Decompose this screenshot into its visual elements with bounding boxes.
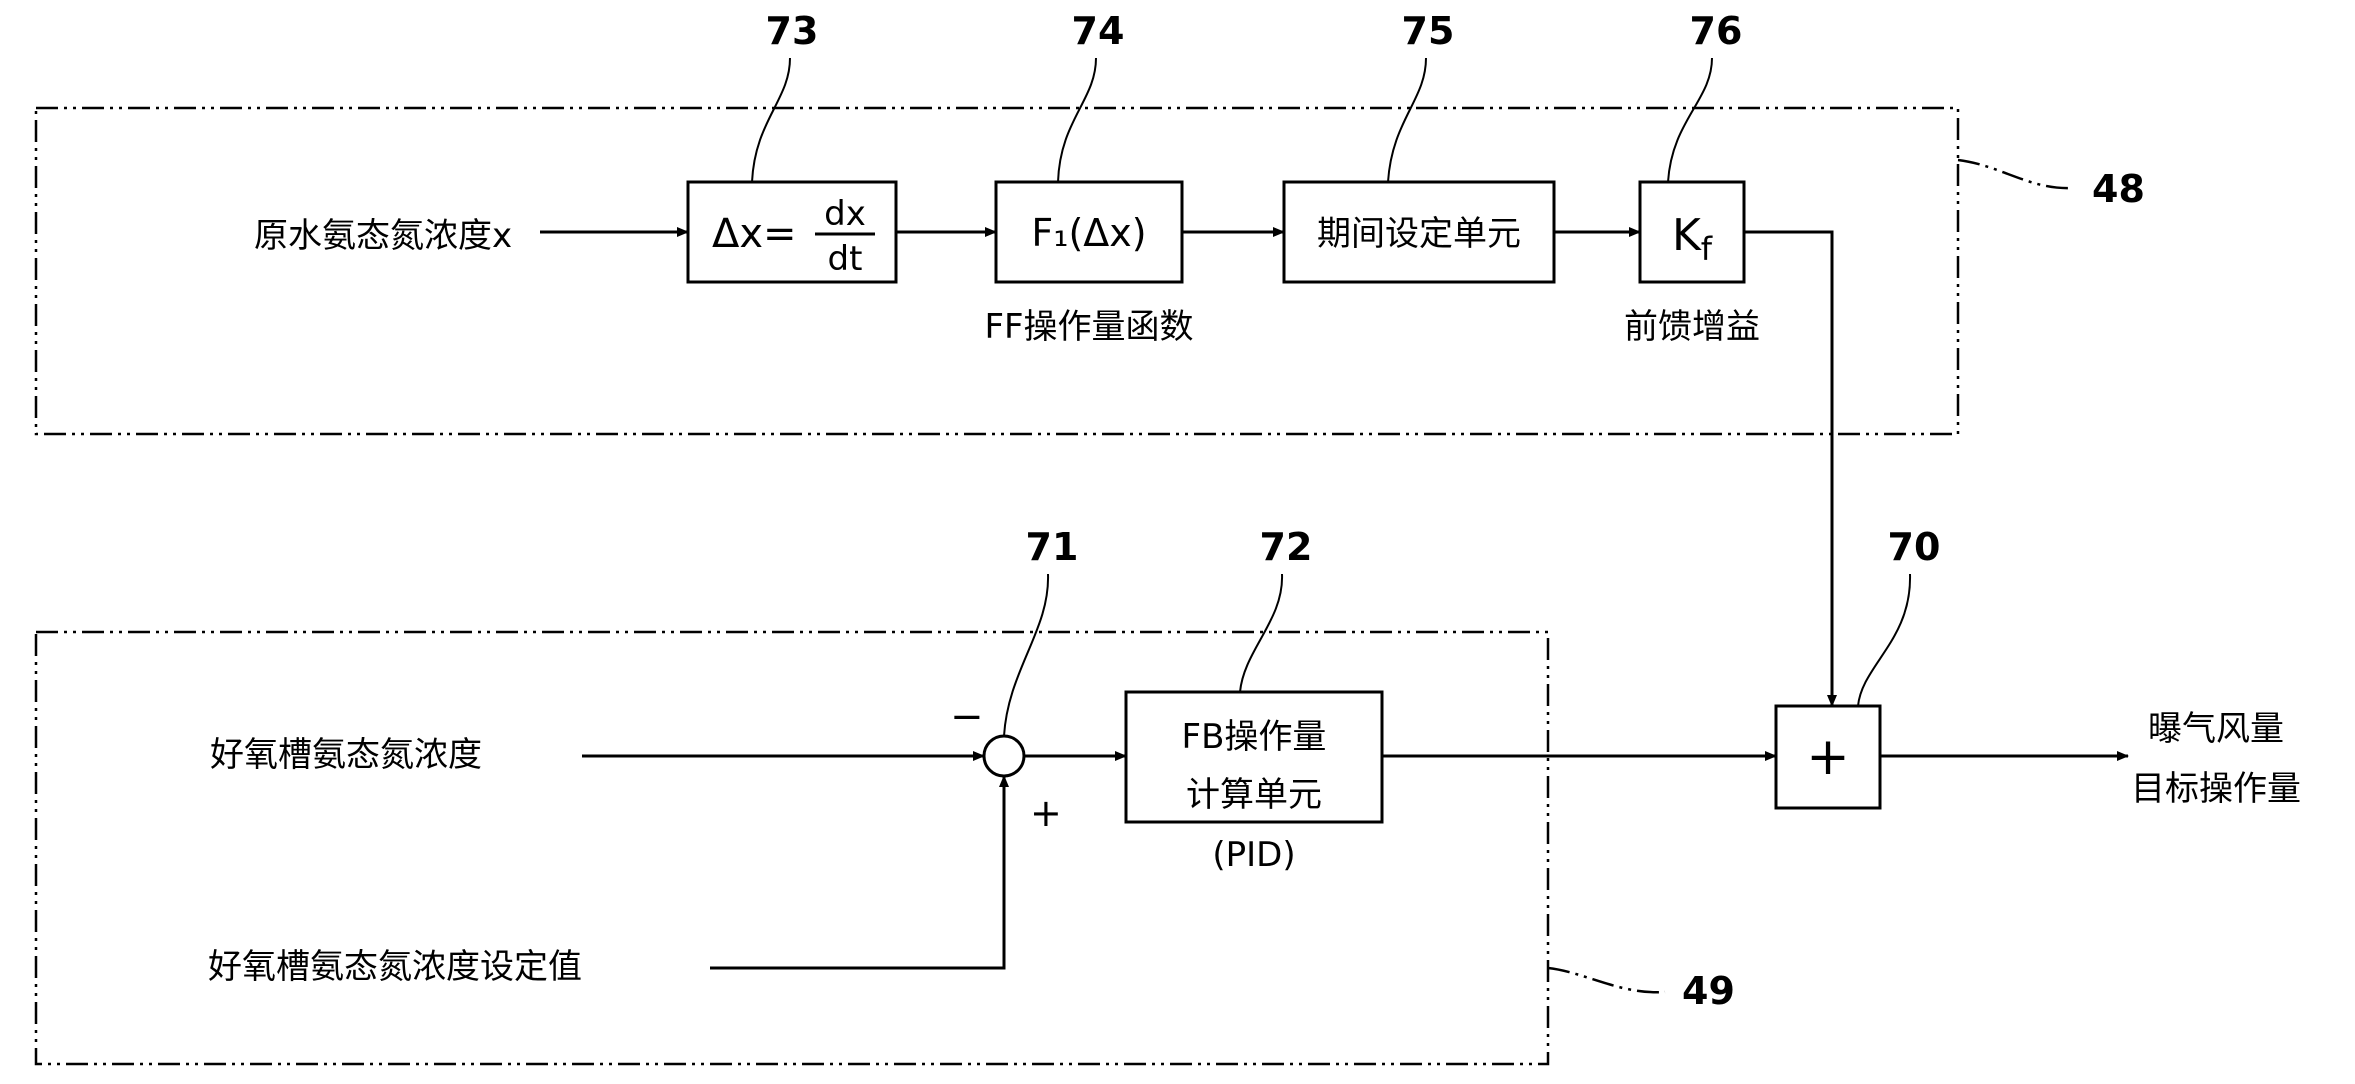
feedback-group-frame [34,630,1550,1066]
setpoint-line [710,775,1009,970]
pid-line1: FB操作量 [1182,717,1327,757]
adder-symbol: + [1806,727,1850,787]
ff-gain-sub: f [1701,230,1713,268]
leader-49 [1547,966,1666,994]
setpoint-label: 好氧槽氨态氮浓度设定值 [208,947,582,987]
pid-caption: (PID) [1212,835,1295,875]
pid-block [1124,690,1384,824]
ff-gain-k: K [1672,210,1702,261]
derivative-block [686,180,898,284]
output-line2: 目标操作量 [2131,769,2301,809]
ff-gain-caption: 前馈增益 [1624,307,1760,347]
ff-to-adder-line [1744,230,1837,707]
feedforward-group-frame [34,106,1960,436]
period-setting-text: 期间设定单元 [1317,214,1521,254]
ref-70: 70 [1888,525,1941,569]
ff-input-label: 原水氨态氮浓度x [254,216,512,256]
ref-72: 72 [1260,525,1313,569]
ref-74: 74 [1072,9,1125,53]
leader-74 [1057,57,1097,183]
summing-junction [982,734,1026,778]
derivative-denominator: dt [828,239,863,279]
ref-75: 75 [1402,9,1455,53]
pid-line2: 计算单元 [1186,775,1322,815]
output-line1: 曝气风量 [2148,709,2284,749]
ff-function-block [994,180,1184,284]
leader-72 [1239,573,1284,693]
leader-73 [751,57,791,183]
ff-function-text: F₁(Δx) [1031,211,1146,255]
derivative-numerator: dx [824,194,866,234]
ref-76: 76 [1690,9,1743,53]
derivative-lhs: Δx= [712,211,797,257]
minus-sign: − [950,694,984,740]
leader-75 [1387,57,1427,183]
ref-71: 71 [1026,525,1079,569]
adder-block [1774,704,1882,810]
ref-49: 49 [1682,969,1735,1013]
plus-sign: + [1030,791,1062,835]
ref-48: 48 [2092,167,2145,211]
ff-gain-symbol: Kf [1672,210,1713,268]
fb-input-label: 好氧槽氨态氮浓度 [210,735,482,775]
ff-function-caption: FF操作量函数 [984,307,1193,347]
leader-48 [1957,158,2073,190]
leader-71 [1003,573,1050,737]
leader-76 [1667,57,1713,183]
ref-73: 73 [766,9,819,53]
leader-70 [1857,573,1912,707]
